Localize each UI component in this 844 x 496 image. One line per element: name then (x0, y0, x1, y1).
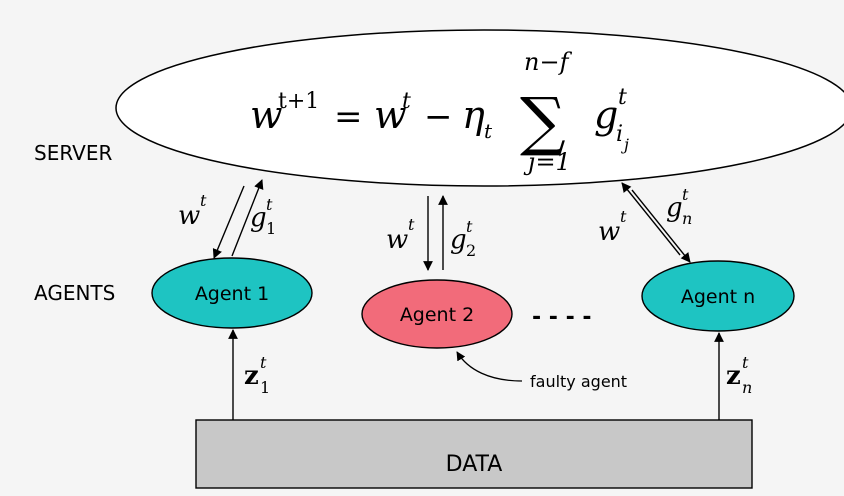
formula-g-sub-i: i (616, 122, 623, 147)
data-box-label: DATA (446, 452, 503, 477)
agent-n-data-sup: t (742, 353, 749, 372)
agent-1-data-sub: 1 (260, 378, 270, 397)
formula-g-base: g (594, 93, 618, 137)
formula-equals: = (334, 97, 363, 137)
server-formula: w t+1 = w t − η t n−f ∑ j=1 g t i j (250, 48, 629, 176)
agent-1-data-base: z (244, 361, 259, 391)
formula-g-sub-j: j (621, 135, 629, 154)
server-label: SERVER (34, 141, 112, 165)
formula-eta-sub: t (484, 119, 493, 143)
formula-eta: η (462, 93, 485, 137)
data-box (195, 419, 753, 489)
agent-n-up-label: g t n (666, 185, 692, 228)
agent-1-up-sup: t (266, 195, 273, 214)
faulty-agent-pointer (456, 351, 523, 382)
formula-w-base: w (374, 93, 407, 137)
formula-lower-limit: j=1 (523, 148, 571, 176)
agent-1-node (151, 257, 313, 329)
agent-n-down-label: w t (598, 207, 627, 247)
agent-n-up-base: g (666, 193, 683, 223)
formula-minus: − (424, 97, 453, 137)
agents-label: AGENTS (34, 281, 115, 305)
agent-2-up-label: g t 2 (450, 217, 476, 260)
formula-lhs-sup: t+1 (278, 89, 319, 114)
agent-n-up-sup: t (682, 185, 689, 204)
agent-1-down-label: w t (178, 191, 207, 231)
agent-2-node (361, 279, 513, 349)
agent-n-data-base: z (726, 361, 741, 391)
agent-n-down-base: w (598, 217, 620, 247)
agents-ellipsis: - - - - (532, 305, 592, 330)
agent-n-up-sub: n (682, 209, 692, 228)
formula-upper-limit: n−f (524, 48, 573, 76)
agent-n-up-arrow (621, 182, 681, 256)
agent-2-up-sup: t (466, 217, 473, 236)
agent-n-down-arrow (631, 189, 691, 263)
agent-2-down-base: w (386, 225, 408, 255)
server-ellipse (115, 29, 844, 187)
formula-lhs-base: w (250, 93, 283, 137)
agent-n-node (641, 260, 795, 332)
agent-1-up-arrow (231, 179, 264, 257)
agent-1-up-label: g t 1 (250, 195, 276, 238)
agent-n-down-sup: t (620, 207, 627, 226)
agent-1-down-base: w (178, 201, 200, 231)
faulty-agent-label: faulty agent (530, 372, 627, 391)
agent-1-label: Agent 1 (195, 283, 269, 305)
formula-g-sup: t (618, 85, 627, 110)
formula-sigma: ∑ (520, 85, 566, 159)
agent-n-label: Agent n (681, 286, 755, 308)
agent-1-down-arrow (212, 185, 245, 259)
agent-n-data-label: z t n (726, 353, 752, 397)
agent-1-data-sup: t (260, 353, 267, 372)
agent-n-data-sub: n (742, 378, 752, 397)
agent-2-down-sup: t (408, 215, 415, 234)
agent-2-up-base: g (450, 225, 467, 255)
agent-2-label: Agent 2 (400, 304, 474, 326)
agent-1-up-sub: 1 (266, 219, 276, 238)
agent-1-up-base: g (250, 203, 267, 233)
agent-2-down-label: w t (386, 215, 415, 255)
formula-w-sup: t (402, 89, 411, 114)
agent-1-data-label: z t 1 (244, 353, 270, 397)
agent-2-up-sub: 2 (466, 241, 476, 260)
agent-1-down-sup: t (200, 191, 207, 210)
